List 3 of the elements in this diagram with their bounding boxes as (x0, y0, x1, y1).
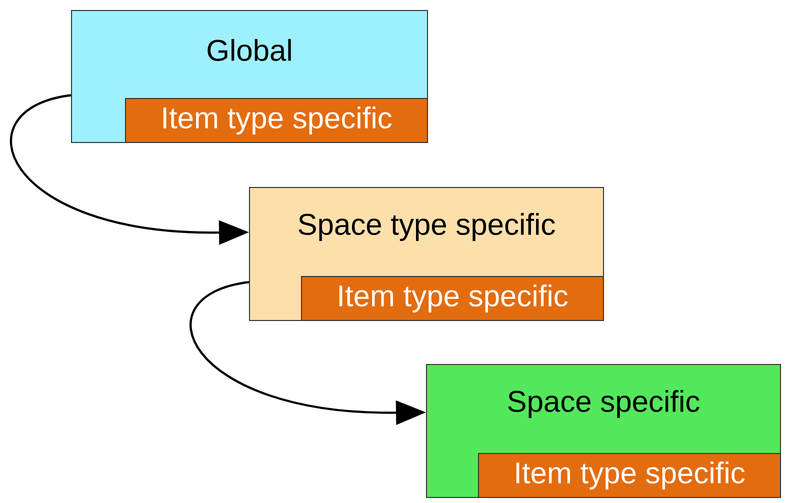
inner-box: Item type specific (125, 98, 428, 143)
inner-box: Item type specific (301, 276, 604, 321)
inner-box: Item type specific (478, 453, 781, 498)
